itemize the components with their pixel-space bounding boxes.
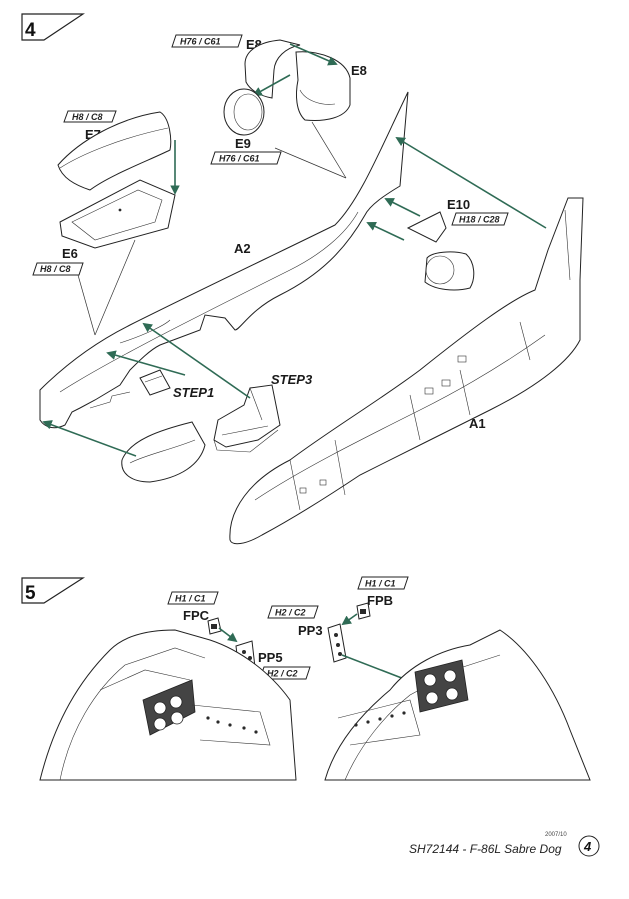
part-label-fpb: FPB: [367, 593, 393, 608]
page-number: 4: [583, 839, 592, 854]
part-label-a1: A1: [469, 416, 486, 431]
pp5-tag-text: H2 / C2: [267, 669, 298, 679]
e8-tag: H76 / C61: [171, 34, 243, 48]
e10-tag: H18 / C28: [451, 212, 509, 226]
step1-label: STEP1: [173, 385, 214, 400]
step-5-header: 5: [21, 577, 86, 604]
fpb-tag-text: H1 / C1: [365, 579, 396, 589]
step-5-number: 5: [25, 583, 36, 604]
cockpit-right: [324, 629, 591, 781]
fpc-panel: [207, 617, 222, 635]
step3-seat: [213, 384, 281, 453]
fpb-tag: H1 / C1: [357, 576, 409, 590]
e7-tag: H8 / C8: [63, 110, 117, 123]
fpb-panel: [356, 602, 371, 620]
e6-tray: [59, 179, 176, 249]
step-4-header: 4: [21, 13, 85, 41]
e9-tag-text: H76 / C61: [219, 154, 260, 164]
a2-fuselage-half: [39, 91, 409, 429]
part-label-pp5: PP5: [258, 650, 283, 665]
e9-disc: [223, 88, 265, 136]
a1-fuselage-half: [229, 197, 584, 545]
part-label-fpc: FPC: [183, 608, 210, 623]
page-number-badge: 4: [578, 835, 600, 857]
e8-tag-text: H76 / C61: [180, 37, 221, 47]
footer-date: 2007/10: [545, 832, 567, 838]
e10-parts: [406, 211, 475, 291]
step1-subassembly: [139, 369, 171, 396]
step-4-number: 4: [25, 20, 36, 41]
pp3-tag: H2 / C2: [267, 605, 319, 619]
footer-title: SH72144 - F-86L Sabre Dog: [409, 842, 562, 856]
e7-cover: [57, 111, 172, 191]
part-label-e8-right: E8: [351, 63, 367, 78]
cockpit-left: [39, 629, 297, 781]
intake-insert: [121, 421, 206, 483]
fpc-tag-text: H1 / C1: [175, 594, 206, 604]
part-label-e10: E10: [447, 197, 470, 212]
part-label-e6: E6: [62, 246, 78, 261]
e7-tag-text: H8 / C8: [72, 112, 103, 122]
step3-label: STEP3: [271, 372, 313, 387]
e9-tag: H76 / C61: [210, 151, 282, 165]
e6-tag: H8 / C8: [32, 262, 84, 276]
pp3-tag-text: H2 / C2: [275, 608, 306, 618]
part-label-pp3: PP3: [298, 623, 323, 638]
fpc-tag: H1 / C1: [167, 591, 219, 605]
e10-tag-text: H18 / C28: [459, 215, 500, 225]
e6-tag-text: H8 / C8: [40, 264, 71, 274]
part-label-e9: E9: [235, 136, 251, 151]
part-label-a2: A2: [234, 241, 251, 256]
pp3-panel: [327, 623, 347, 663]
